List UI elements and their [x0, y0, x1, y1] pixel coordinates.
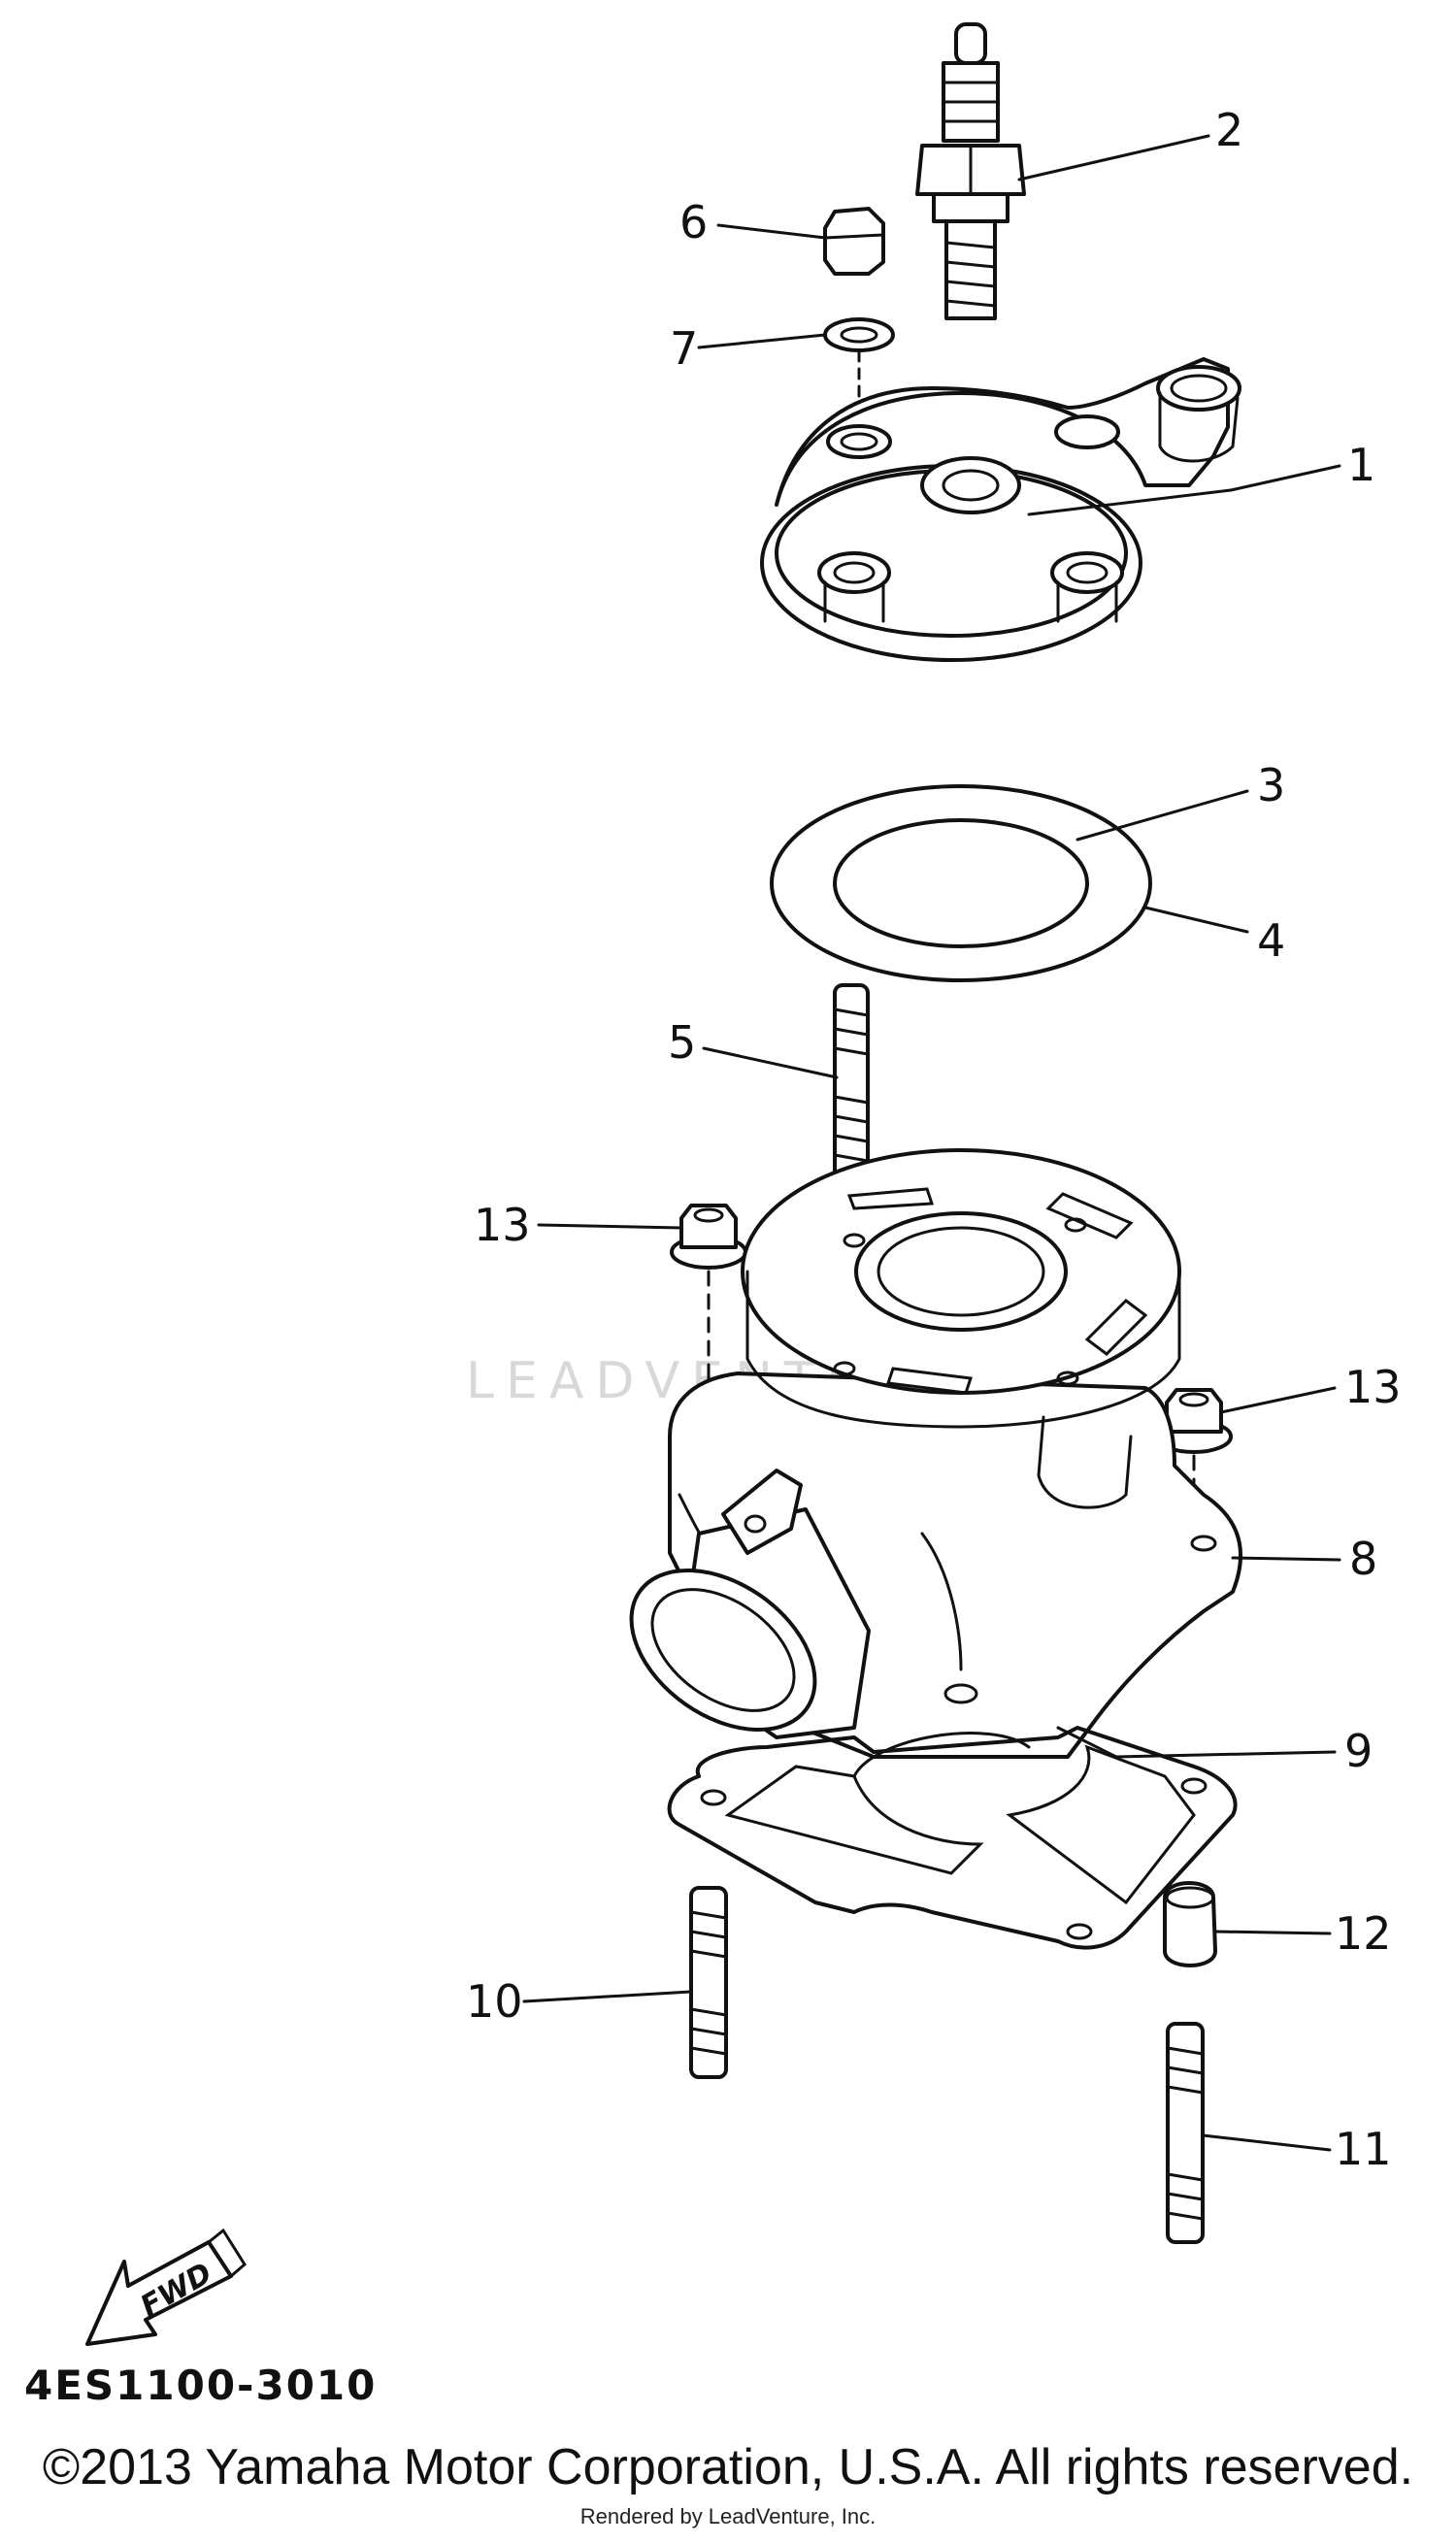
callout-5: 5	[668, 1016, 696, 1069]
callout-6: 6	[679, 196, 708, 248]
diagram-part-number: 4ES1100-3010	[24, 2362, 377, 2409]
head-gasket-part	[770, 784, 1152, 982]
callout-11: 11	[1335, 2123, 1392, 2175]
callout-3: 3	[1257, 759, 1285, 811]
cap-nut-part	[823, 207, 885, 276]
flange-nut-right-part	[1155, 1388, 1233, 1526]
callout-7: 7	[670, 322, 698, 375]
spark-plug-part	[915, 22, 1026, 320]
callout-12: 12	[1335, 1907, 1392, 1960]
callout-10: 10	[466, 1975, 523, 2028]
callout-4: 4	[1257, 914, 1285, 967]
rendered-by-text: Rendered by LeadVenture, Inc.	[579, 2504, 877, 2528]
callout-13-left: 13	[474, 1199, 531, 1251]
stud-bolt-left-part	[689, 1886, 728, 2079]
callout-13-right: 13	[1344, 1361, 1402, 1413]
base-gasket-part	[667, 1726, 1238, 1950]
callout-8: 8	[1349, 1533, 1377, 1585]
fwd-arrow-icon: FWD	[85, 2228, 247, 2346]
callout-2: 2	[1215, 104, 1243, 156]
stud-bolt-right-part	[1166, 2022, 1205, 2244]
callout-9: 9	[1344, 1725, 1373, 1777]
dowel-pin-part	[1163, 1881, 1217, 1967]
flange-nut-left-part	[670, 1204, 747, 1458]
callout-1: 1	[1347, 439, 1375, 491]
cylinder-part	[629, 1148, 1242, 1759]
cylinder-head-part	[760, 357, 1241, 662]
leader-lines	[522, 134, 1341, 2152]
washer-part	[823, 317, 895, 400]
copyright-text: ©2013 Yamaha Motor Corporation, U.S.A. A…	[42, 2439, 1414, 2495]
